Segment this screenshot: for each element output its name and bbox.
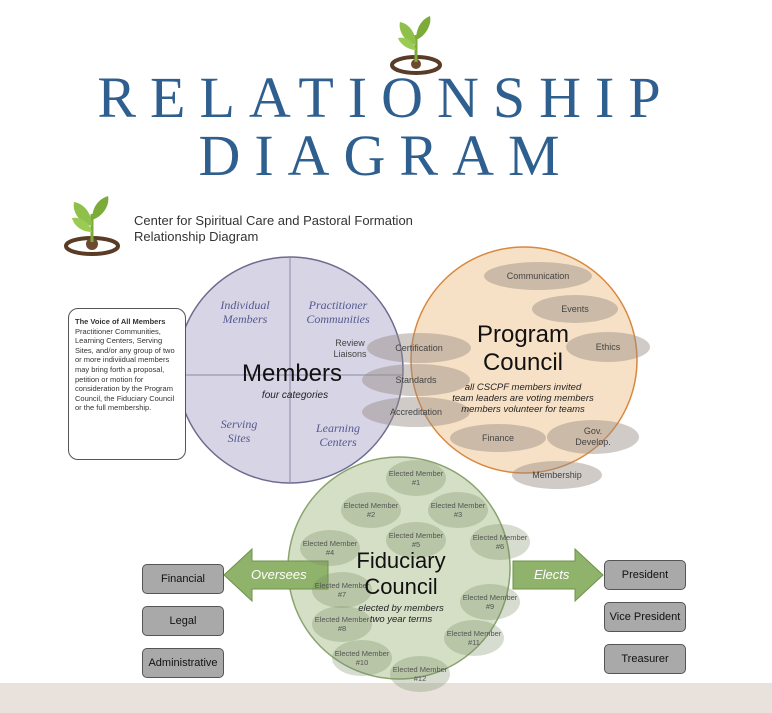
members-title: Members bbox=[241, 360, 343, 387]
program-council-title: Program Council bbox=[458, 321, 588, 377]
team-gov-develop-label: Gov. Develop. bbox=[575, 426, 611, 447]
elected-member-4: Elected Member #4 bbox=[300, 530, 360, 566]
oversees-label: Oversees bbox=[251, 567, 307, 582]
president-box: President bbox=[604, 560, 686, 590]
treasurer-box: Treasurer bbox=[604, 644, 686, 674]
fiduciary-title-line2: Council bbox=[364, 574, 438, 599]
fiduciary-council-note: elected by members two year terms bbox=[356, 603, 446, 625]
fiduciary-note-line1: elected by members bbox=[358, 603, 444, 614]
sprout-logo-icon bbox=[390, 16, 442, 75]
oversees-arrow bbox=[223, 547, 329, 603]
quadrant-individual-members: Individual Members bbox=[220, 298, 270, 326]
fiduciary-council-title: Fiduciary Council bbox=[346, 548, 456, 600]
review-liaisons-label: Review Liaisons bbox=[333, 338, 367, 359]
fiduciary-note-line2: two year terms bbox=[369, 614, 433, 625]
elected-member-11: Elected Member #11 bbox=[444, 620, 504, 656]
financial-box: Financial bbox=[142, 564, 224, 594]
quadrant-learning-centers: Learning Centers bbox=[315, 421, 360, 449]
fiduciary-title-line1: Fiduciary bbox=[356, 548, 446, 573]
elected-member-6: Elected Member #6 bbox=[470, 524, 530, 560]
vice-president-box: Vice President bbox=[604, 602, 686, 632]
program-note-line1: all CSCPF members invited bbox=[464, 382, 582, 393]
team-communication: Communication bbox=[484, 262, 592, 290]
elected-member-2: Elected Member #2 bbox=[341, 492, 401, 528]
legal-box: Legal bbox=[142, 606, 224, 636]
voice-box-heading: The Voice of All Members bbox=[75, 317, 166, 326]
subtitle-line2: Relationship Diagram bbox=[134, 229, 259, 244]
program-title-line2: Council bbox=[482, 349, 564, 376]
overlap-certification: Certification bbox=[367, 333, 471, 363]
voice-of-members-box: The Voice of All Members Practitioner Co… bbox=[68, 308, 186, 460]
page-title-line2: DIAGRAM bbox=[198, 123, 574, 188]
elects-arrow bbox=[512, 547, 604, 603]
elected-member-7: Elected Member #7 bbox=[312, 572, 372, 608]
elected-member-3: Elected Member #3 bbox=[428, 492, 488, 528]
team-membership: Membership bbox=[512, 461, 602, 489]
elects-label: Elects bbox=[534, 567, 570, 582]
team-finance: Finance bbox=[450, 424, 546, 452]
elected-member-9: Elected Member #9 bbox=[460, 584, 520, 620]
elected-member-8: Elected Member #8 bbox=[312, 606, 372, 642]
page-title-line1: RELATIONSHIP bbox=[97, 65, 675, 130]
elected-member-1: Elected Member #1 bbox=[386, 460, 446, 496]
administrative-box: Administrative bbox=[142, 648, 224, 678]
diagram-subtitle: Center for Spiritual Care and Pastoral F… bbox=[134, 213, 413, 245]
program-note-line2: team leaders are voting members bbox=[452, 393, 594, 404]
overlap-accreditation: Accreditation bbox=[362, 397, 470, 427]
team-gov-develop: Gov. Develop. bbox=[547, 420, 639, 454]
overlap-standards: Standards bbox=[362, 364, 470, 396]
team-ethics: Ethics bbox=[566, 332, 650, 362]
bottom-band bbox=[0, 683, 772, 713]
subtitle-line1: Center for Spiritual Care and Pastoral F… bbox=[134, 213, 413, 228]
quadrant-serving-sites: Serving Sites bbox=[220, 417, 258, 445]
members-subtitle: four categories bbox=[261, 390, 329, 401]
program-note-line3: members volunteer for teams bbox=[461, 404, 585, 415]
program-council-circle bbox=[410, 246, 638, 474]
elected-member-5: Elected Member #5 bbox=[386, 522, 446, 558]
quadrant-practitioner-communities: Practitioner Communities bbox=[306, 298, 370, 326]
program-title-line1: Program bbox=[476, 321, 570, 348]
small-sprout-logo-icon bbox=[64, 196, 120, 256]
program-council-note: all CSCPF members invited team leaders a… bbox=[448, 382, 598, 415]
elected-member-12: Elected Member #12 bbox=[390, 656, 450, 692]
voice-box-body: Practitioner Communities, Learning Cente… bbox=[75, 326, 175, 413]
team-events: Events bbox=[532, 295, 618, 323]
elected-member-10: Elected Member #10 bbox=[332, 640, 392, 676]
